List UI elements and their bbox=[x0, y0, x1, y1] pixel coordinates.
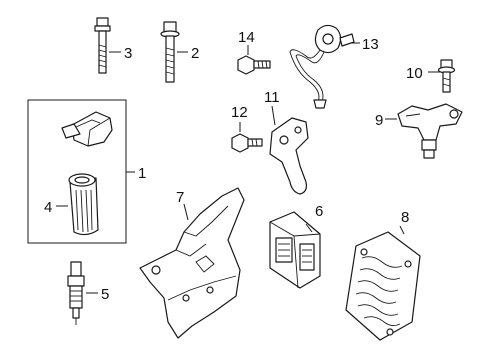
callout-1: 1 bbox=[138, 165, 146, 182]
cover-7 bbox=[139, 187, 245, 339]
callout-10: 10 bbox=[406, 65, 423, 82]
callout-4: 4 bbox=[44, 199, 52, 216]
callout-2: 2 bbox=[191, 45, 199, 62]
callout-5: 5 bbox=[101, 286, 109, 303]
ignition-coil-head bbox=[61, 111, 113, 147]
heat-shield bbox=[345, 231, 421, 341]
callout-6: 6 bbox=[315, 203, 323, 220]
bolt-10 bbox=[437, 59, 456, 93]
callout-13: 13 bbox=[362, 36, 379, 53]
bolt-12 bbox=[231, 133, 263, 153]
callout-11: 11 bbox=[264, 89, 280, 106]
callout-9: 9 bbox=[375, 112, 383, 129]
coil-boot bbox=[68, 173, 99, 236]
ecu-module bbox=[269, 211, 321, 289]
bolt-14 bbox=[237, 55, 271, 75]
callout-14: 14 bbox=[238, 29, 255, 46]
callout-8: 8 bbox=[401, 209, 409, 226]
stud-bolt bbox=[94, 17, 111, 74]
knock-sensor bbox=[289, 24, 355, 109]
spark-plug bbox=[67, 261, 85, 325]
position-sensor bbox=[397, 103, 463, 159]
callout-12: 12 bbox=[231, 104, 248, 121]
flange-bolt-2 bbox=[160, 21, 180, 83]
callout-7: 7 bbox=[176, 189, 184, 206]
callout-3: 3 bbox=[124, 45, 132, 62]
bracket-11 bbox=[269, 117, 309, 195]
